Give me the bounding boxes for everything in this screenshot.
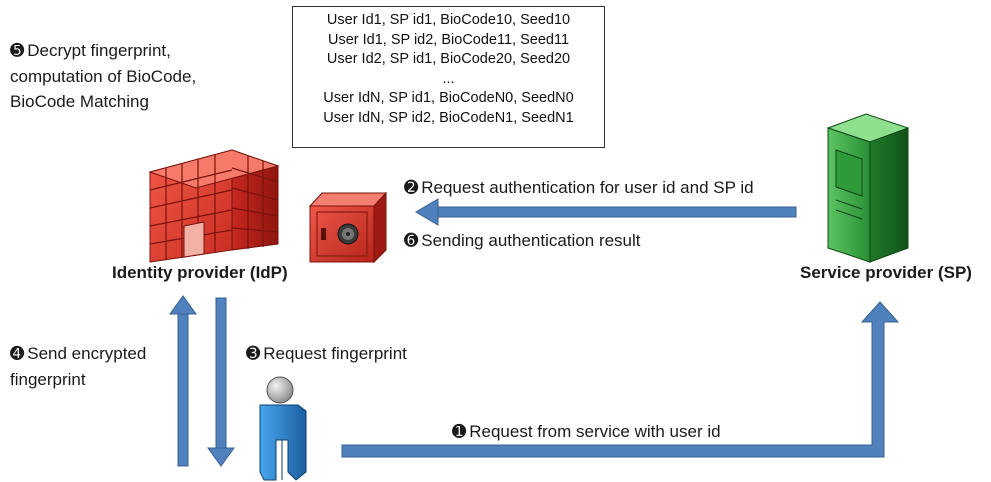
arrow-step1-path: [341, 301, 900, 458]
record-row: User Id2, SP id1, BioCode20, Seed20: [326, 51, 571, 68]
step3-text: Request fingerprint: [263, 344, 407, 363]
arrow-step3-down: [207, 297, 235, 467]
arrow-step4-up: [169, 295, 197, 467]
sp-label: Service provider (SP): [800, 263, 972, 282]
user-icon: [259, 376, 307, 481]
step5-line1: Decrypt fingerprint,: [27, 41, 171, 60]
record-row: User IdN, SP id1, BioCodeN0, SeedN0: [323, 90, 574, 107]
record-row: User IdN, SP id2, BioCodeN1, SeedN1: [323, 109, 574, 126]
record-row-ellipsis: ...: [442, 70, 455, 87]
step2-marker: ➋: [404, 178, 419, 197]
step4-line1: Send encrypted: [27, 344, 147, 363]
step5-line2: computation of BioCode,: [10, 67, 197, 86]
building-icon: [148, 149, 280, 263]
idp-label: Identity provider (IdP): [112, 263, 288, 282]
step5-line3: BioCode Matching: [10, 92, 149, 111]
step4-line2: fingerprint: [10, 370, 86, 389]
step1-marker: ➊: [452, 422, 467, 441]
record-row: User Id1, SP id2, BioCode11, Seed11: [327, 31, 570, 48]
step2-text: Request authentication for user id and S…: [421, 178, 754, 197]
step3-marker: ➌: [246, 344, 261, 363]
record-row: User Id1, SP id1, BioCode10, Seed10: [326, 12, 571, 28]
step5-marker: ➎: [10, 41, 25, 60]
step6-text: Sending authentication result: [421, 231, 641, 250]
safe-icon: [308, 191, 388, 264]
server-icon: [826, 113, 910, 263]
biocode-records-table: User Id1, SP id1, BioCode10, Seed10 User…: [292, 6, 605, 148]
step6-marker: ➏: [404, 231, 419, 250]
step1-text: Request from service with user id: [469, 422, 721, 441]
step4-marker: ➍: [10, 344, 25, 363]
arrow-step2-left: [415, 198, 797, 226]
